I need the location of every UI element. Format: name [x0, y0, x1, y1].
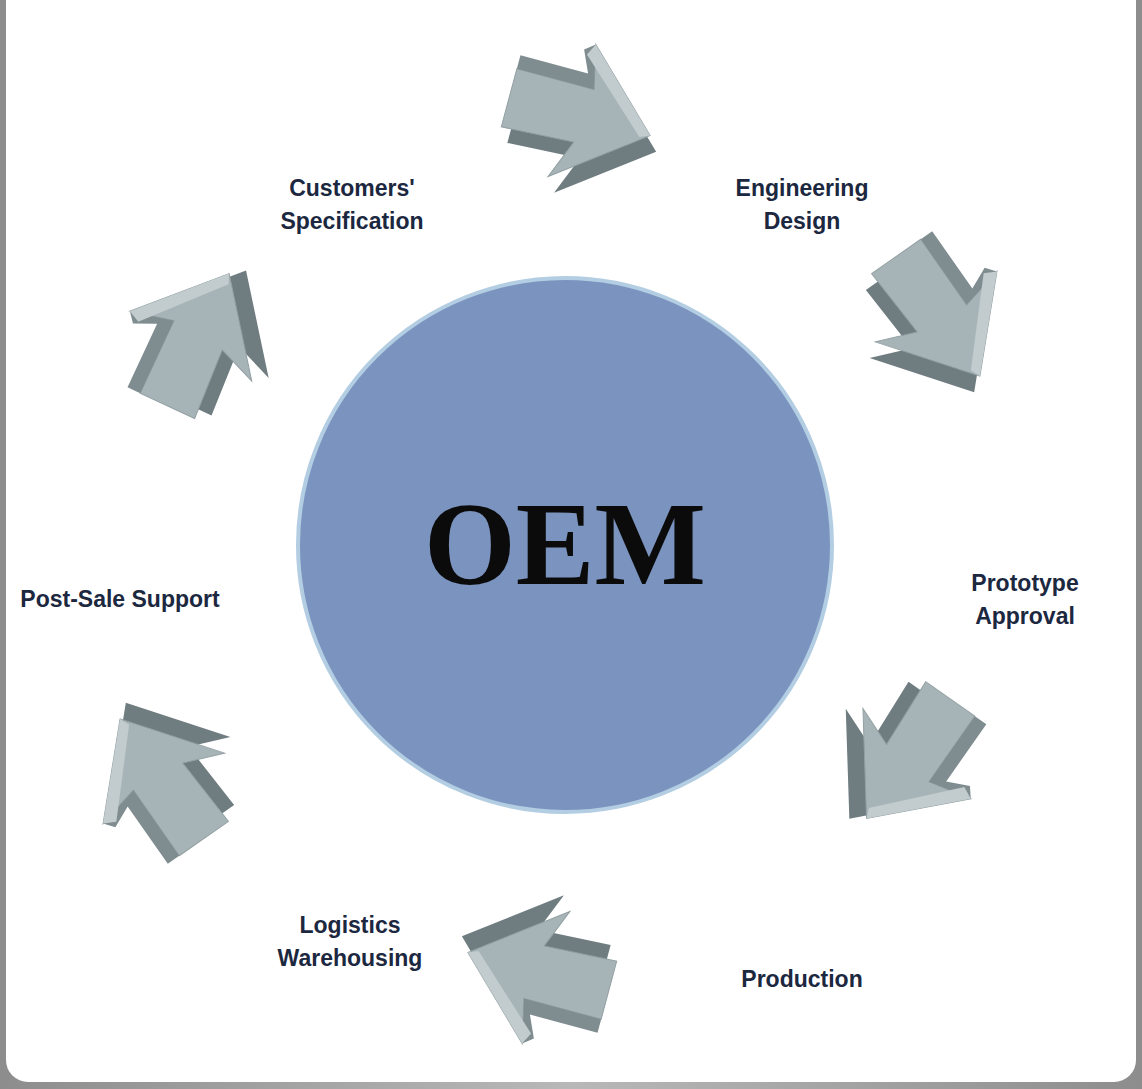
- cycle-arrow: [488, 26, 679, 215]
- cycle-arrow: [795, 653, 1011, 869]
- cycle-arrow: [100, 233, 305, 439]
- cycle-arrow: [54, 665, 270, 881]
- center-circle: OEM: [295, 275, 835, 815]
- stage-label: Post-Sale Support: [15, 583, 225, 616]
- circle-fill: [298, 278, 832, 812]
- stage-label: Engineering Design: [697, 172, 907, 239]
- node-title: OEM: [424, 486, 706, 604]
- cycle-arrow: [439, 873, 630, 1062]
- stage-label: Prototype Approval: [920, 567, 1130, 634]
- cycle-arrow: [831, 214, 1047, 430]
- stage-label: Logistics Warehousing: [245, 909, 455, 976]
- card: [6, 0, 1136, 1082]
- stage-label: Customers' Specification: [247, 172, 457, 239]
- stage-label: Production: [697, 963, 907, 996]
